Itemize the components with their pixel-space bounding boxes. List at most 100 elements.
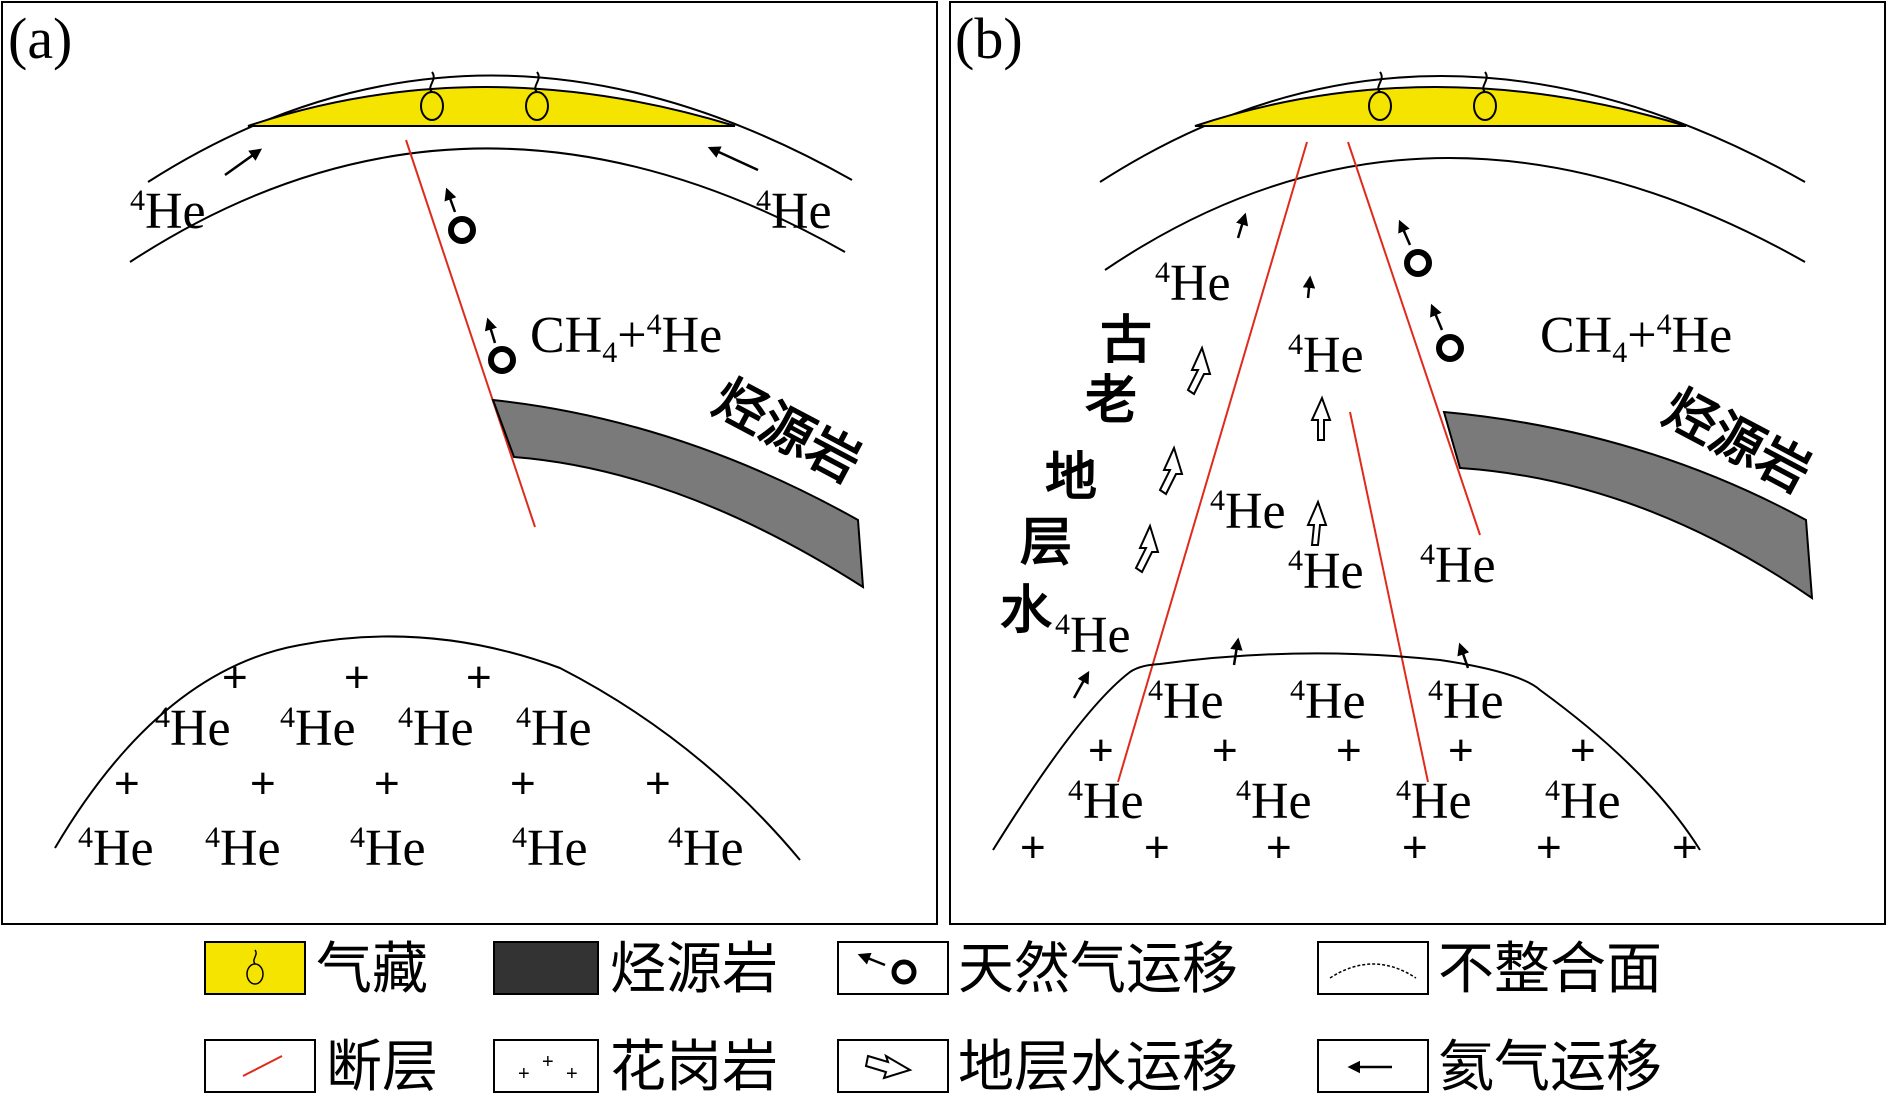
- panel-a-frame: [1, 1, 938, 925]
- legend-label: 断层: [326, 1035, 438, 1098]
- formation-water-arrow-icon: [864, 1053, 913, 1080]
- granite-symbol: +: [510, 759, 536, 808]
- he-label: 4He: [1148, 673, 1224, 730]
- legend-swatch: [204, 1039, 316, 1093]
- granite-symbol: +: [250, 759, 276, 808]
- gas-migration-icon: [484, 317, 516, 374]
- granite-symbol: +: [566, 1063, 578, 1085]
- granite-symbol: +: [1536, 823, 1562, 872]
- he-label: 4He: [78, 820, 154, 877]
- gas-reservoir: [247, 86, 736, 127]
- legend-label: 花岗岩: [610, 1035, 778, 1098]
- legend-swatch: [204, 941, 306, 995]
- granite-body-outline: [54, 635, 801, 861]
- legend-swatch: [493, 1039, 599, 1093]
- granite-symbol: +: [114, 759, 140, 808]
- panel-a: (a) 4He 4He CH4+4He: [1, 1, 938, 925]
- panel-b: (b) CH4+4He 烃源岩 古 老 地 层: [949, 1, 1886, 925]
- legend-item-helium-migration: 氦气运移: [1317, 1035, 1662, 1098]
- ancient-water-char: 水: [1000, 581, 1053, 641]
- he-label: 4He: [1428, 673, 1504, 730]
- legend-label: 地层水运移: [958, 1035, 1238, 1098]
- helium-migration-arrow-icon: [707, 146, 759, 172]
- panel-b-label: (b): [955, 6, 1023, 71]
- legend-swatch: [493, 941, 599, 995]
- upper-stratum-line: [147, 74, 853, 183]
- gas-migration-icon: [1430, 303, 1464, 362]
- ancient-water-char: 层: [1020, 513, 1072, 573]
- he-label: 4He: [1288, 327, 1364, 384]
- formation-water-arrow-icon: [1158, 445, 1184, 496]
- he-label: 4He: [280, 700, 356, 757]
- he-label: 4He: [1396, 773, 1472, 830]
- he-label: 4He: [1288, 543, 1364, 600]
- legend-swatch: [1317, 941, 1429, 995]
- formation-water-arrow-icon: [1306, 499, 1328, 546]
- gas-reservoir: [1194, 86, 1687, 127]
- formation-water-arrow-icon: [1186, 345, 1212, 396]
- source-rock-layer: [491, 398, 865, 589]
- legend-label: 不整合面: [1438, 937, 1662, 1002]
- fault-line: [1349, 411, 1429, 783]
- gas-bubble-icon: [1368, 71, 1392, 121]
- legend-item-source-rock: 烃源岩: [493, 937, 778, 1002]
- he-label: 4He: [130, 183, 206, 240]
- granite-symbol: +: [344, 653, 370, 702]
- legend: 气藏 烃源岩 天然气运移 不整合面 断层 + + + 花岗岩: [204, 937, 1662, 1098]
- fault-icon: [242, 1055, 283, 1077]
- granite-symbol: +: [1144, 823, 1170, 872]
- he-label: 4He: [1068, 773, 1144, 830]
- fault-line: [1117, 141, 1308, 783]
- granite-symbol: +: [1212, 726, 1238, 775]
- he-label: 4He: [205, 820, 281, 877]
- legend-label: 气藏: [316, 937, 428, 1002]
- helium-migration-arrow-icon: [1302, 275, 1316, 299]
- legend-label: 烃源岩: [610, 937, 778, 1002]
- granite-symbol: +: [466, 653, 492, 702]
- ch4-he-label: CH4+4He: [1540, 307, 1732, 369]
- granite-symbol: +: [222, 653, 248, 702]
- legend-swatch: [837, 941, 949, 995]
- he-label: 4He: [398, 700, 474, 757]
- he-label: 4He: [1290, 673, 1366, 730]
- he-label: 4He: [1210, 483, 1286, 540]
- unconformity-line: [129, 147, 846, 263]
- gas-bubble-icon: [1473, 71, 1497, 121]
- granite-symbol: +: [518, 1063, 530, 1085]
- ancient-water-char: 老: [1085, 371, 1137, 431]
- ancient-water-char: 地: [1045, 448, 1097, 508]
- granite-symbol: +: [1672, 823, 1698, 872]
- legend-label: 氦气运移: [1438, 1035, 1662, 1098]
- legend-item-gas-migration: 天然气运移: [837, 937, 1238, 1002]
- granite-symbol: +: [1448, 726, 1474, 775]
- he-label: 4He: [1055, 607, 1131, 664]
- gas-migration-icon: [857, 952, 886, 967]
- granite-symbol: +: [1020, 823, 1046, 872]
- upper-stratum-line: [1099, 75, 1806, 183]
- granite-symbol: +: [374, 759, 400, 808]
- legend-item-unconformity: 不整合面: [1317, 937, 1662, 1002]
- panel-b-frame: [949, 1, 1886, 925]
- helium-migration-arrow-icon: [224, 148, 263, 177]
- legend-swatch: [837, 1039, 949, 1093]
- ch4-he-label: CH4+4He: [530, 307, 722, 369]
- granite-symbol: +: [645, 759, 671, 808]
- granite-symbol: +: [1570, 726, 1596, 775]
- granite-symbol: +: [1088, 726, 1114, 775]
- formation-water-arrow-icon: [1310, 395, 1332, 441]
- gas-migration-icon: [444, 187, 476, 244]
- he-label: 4He: [1545, 773, 1621, 830]
- fault-line: [405, 139, 536, 528]
- helium-migration-arrow-icon: [1072, 670, 1090, 699]
- fault-line: [1347, 141, 1481, 536]
- legend-item-formation-water-migration: 地层水运移: [837, 1035, 1238, 1098]
- he-label: 4He: [350, 820, 426, 877]
- he-label: 4He: [668, 820, 744, 877]
- granite-symbol: +: [542, 1051, 554, 1073]
- source-rock-layer: [1442, 410, 1814, 601]
- legend-item-fault: 断层: [204, 1035, 438, 1098]
- he-label: 4He: [1420, 537, 1496, 594]
- ancient-water-char: 古: [1100, 311, 1152, 371]
- granite-symbol: +: [1266, 823, 1292, 872]
